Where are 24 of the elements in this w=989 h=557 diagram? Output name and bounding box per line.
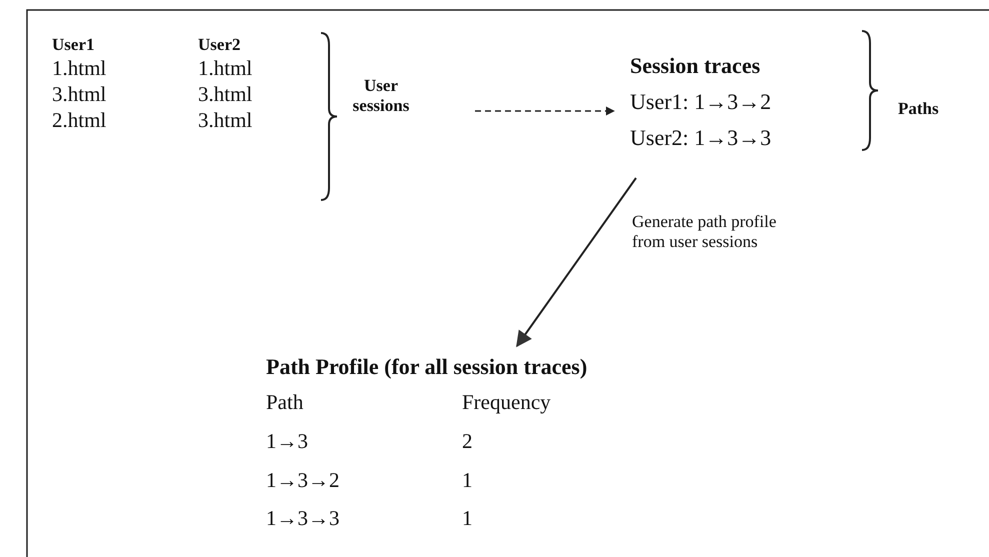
table-cell-text: 1.html xyxy=(198,58,252,79)
table-cell-text: 3.html xyxy=(198,110,252,131)
arrow xyxy=(475,106,615,116)
group-label: User2 xyxy=(198,36,240,53)
node-label: User sessions xyxy=(352,76,410,116)
group-label: Paths xyxy=(898,100,939,117)
table-cell-text: 1.html xyxy=(52,58,106,79)
group-label: User1 xyxy=(52,36,94,53)
column-header: Path xyxy=(266,392,304,413)
table-cell-text: 1→3→3 xyxy=(266,508,340,529)
table-cell-text: 3.html xyxy=(52,84,106,105)
table-cell-text: 3.html xyxy=(198,84,252,105)
arrow xyxy=(516,177,637,348)
table-cell-text: 1→3 xyxy=(266,431,308,452)
trace-text: User1: 1→3→2 xyxy=(630,91,772,113)
table-cell-text: 1 xyxy=(462,470,472,491)
table-cell-text: 2.html xyxy=(52,110,106,131)
column-header: Frequency xyxy=(462,392,551,413)
table-cell-text: 1 xyxy=(462,508,472,529)
trace-text: User2: 1→3→3 xyxy=(630,127,772,149)
block-heading: Session traces xyxy=(630,55,760,77)
block-heading: Path Profile (for all session traces) xyxy=(266,356,588,378)
table-cell-text: 1→3→2 xyxy=(266,470,340,491)
table-cell-text: 2 xyxy=(462,431,472,452)
